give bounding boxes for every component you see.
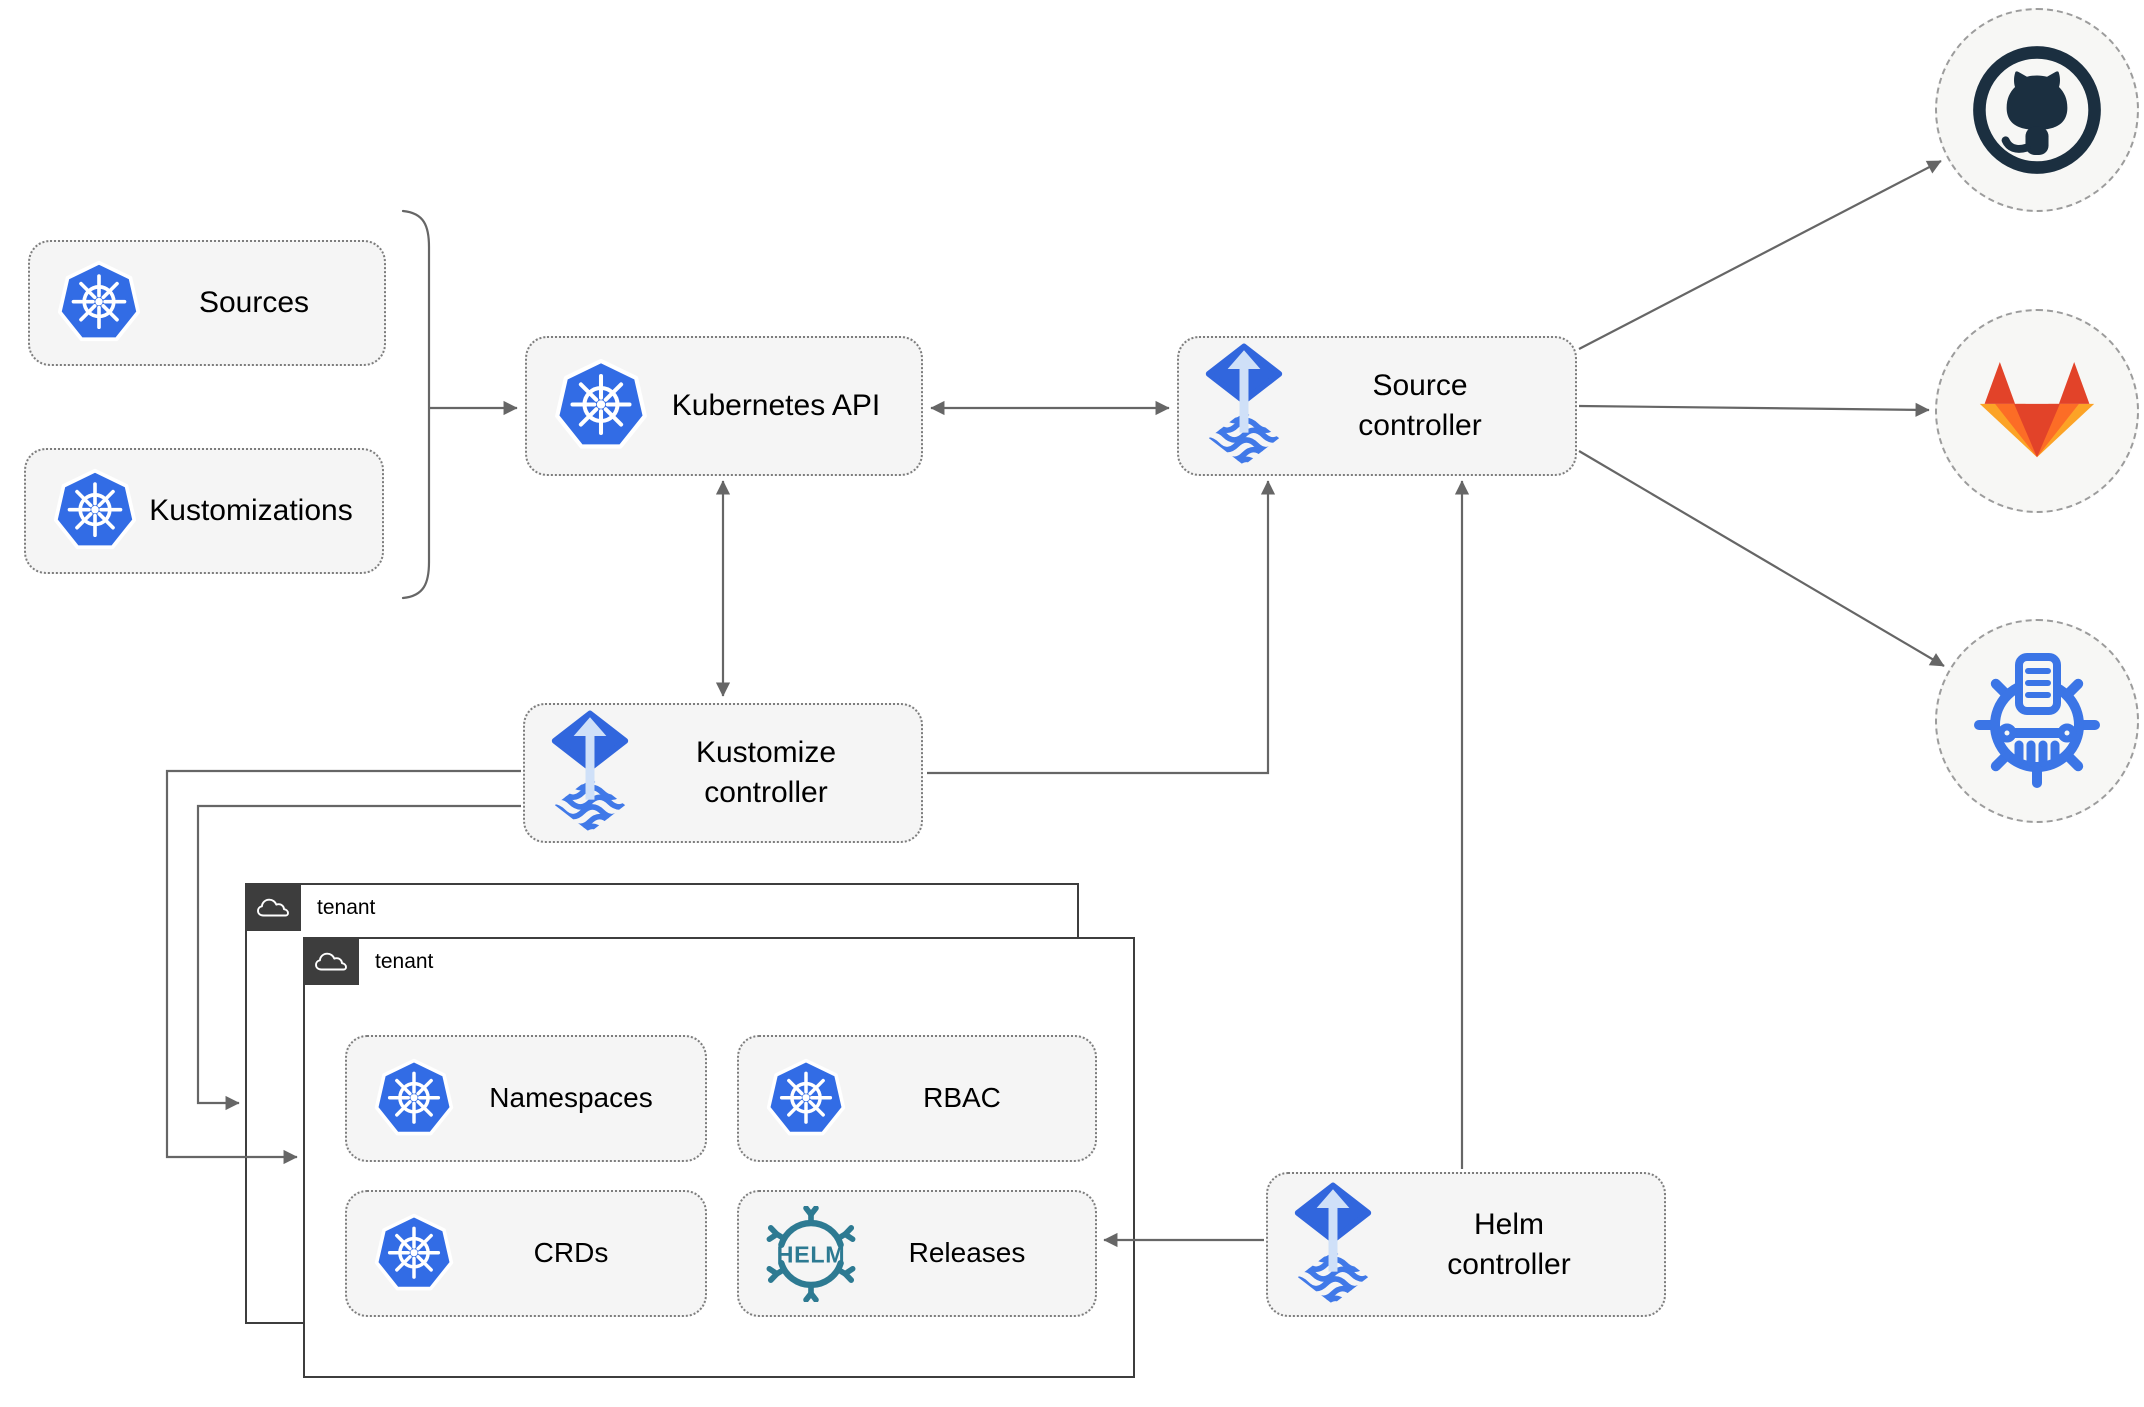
flux-icon bbox=[1205, 343, 1283, 469]
github-icon bbox=[1970, 43, 2104, 177]
gitlab-icon bbox=[1976, 360, 2098, 463]
edge-source-controller-to-github bbox=[1578, 160, 1942, 350]
node-kustomize-controller: Kustomize controller bbox=[523, 703, 923, 843]
edge-group-bracket bbox=[401, 209, 431, 600]
node-label: Sources bbox=[198, 286, 310, 320]
node-crds: CRDs bbox=[345, 1190, 707, 1317]
node-label: Source controller bbox=[1358, 369, 1482, 442]
edge-source-controller-to-chartmuseum bbox=[1578, 450, 1945, 667]
node-label: Namespaces bbox=[489, 1082, 653, 1114]
node-label: Kustomizations bbox=[149, 494, 353, 528]
node-label: Kubernetes API bbox=[671, 389, 881, 423]
kubernetes-icon bbox=[765, 1058, 847, 1140]
provider-github bbox=[1935, 8, 2139, 212]
kubernetes-icon bbox=[52, 468, 138, 554]
node-source-controller: Source controller bbox=[1177, 336, 1577, 476]
node-namespaces: Namespaces bbox=[345, 1035, 707, 1162]
kubernetes-icon bbox=[553, 358, 649, 454]
node-label: RBAC bbox=[923, 1082, 1001, 1114]
node-sources: Sources bbox=[28, 240, 386, 366]
kubernetes-icon bbox=[373, 1213, 455, 1295]
cloud-icon bbox=[256, 895, 290, 919]
cloud-icon bbox=[314, 949, 348, 973]
node-kustomizations: Kustomizations bbox=[24, 448, 384, 574]
helm-icon: HELM bbox=[766, 1205, 856, 1302]
node-label: Helm controller bbox=[1447, 1207, 1571, 1281]
node-rbac: RBAC bbox=[737, 1035, 1097, 1162]
tenant-tab bbox=[244, 882, 301, 931]
flux-icon bbox=[1294, 1182, 1372, 1308]
kubernetes-icon bbox=[373, 1058, 455, 1140]
node-label: CRDs bbox=[533, 1237, 609, 1269]
kubernetes-icon bbox=[56, 260, 142, 346]
helm-icon-text: HELM bbox=[777, 1241, 846, 1267]
node-helm-controller: Helm controller bbox=[1266, 1172, 1666, 1317]
node-releases: HELM Releases bbox=[737, 1190, 1097, 1317]
chartmuseum-icon bbox=[1969, 651, 2105, 791]
provider-gitlab bbox=[1935, 309, 2139, 513]
provider-chartmuseum bbox=[1935, 619, 2139, 823]
node-kubernetes-api: Kubernetes API bbox=[525, 336, 923, 476]
tenant-tab bbox=[302, 936, 359, 985]
tenant-label: tenant bbox=[375, 950, 434, 973]
edge-source-controller-to-gitlab bbox=[1578, 402, 1930, 417]
tenant-label: tenant bbox=[317, 896, 376, 919]
flux-icon bbox=[551, 710, 629, 836]
node-label: Kustomize controller bbox=[695, 736, 837, 809]
node-label: Releases bbox=[908, 1237, 1026, 1269]
edge-kustomize-to-source-controller bbox=[927, 480, 1276, 775]
